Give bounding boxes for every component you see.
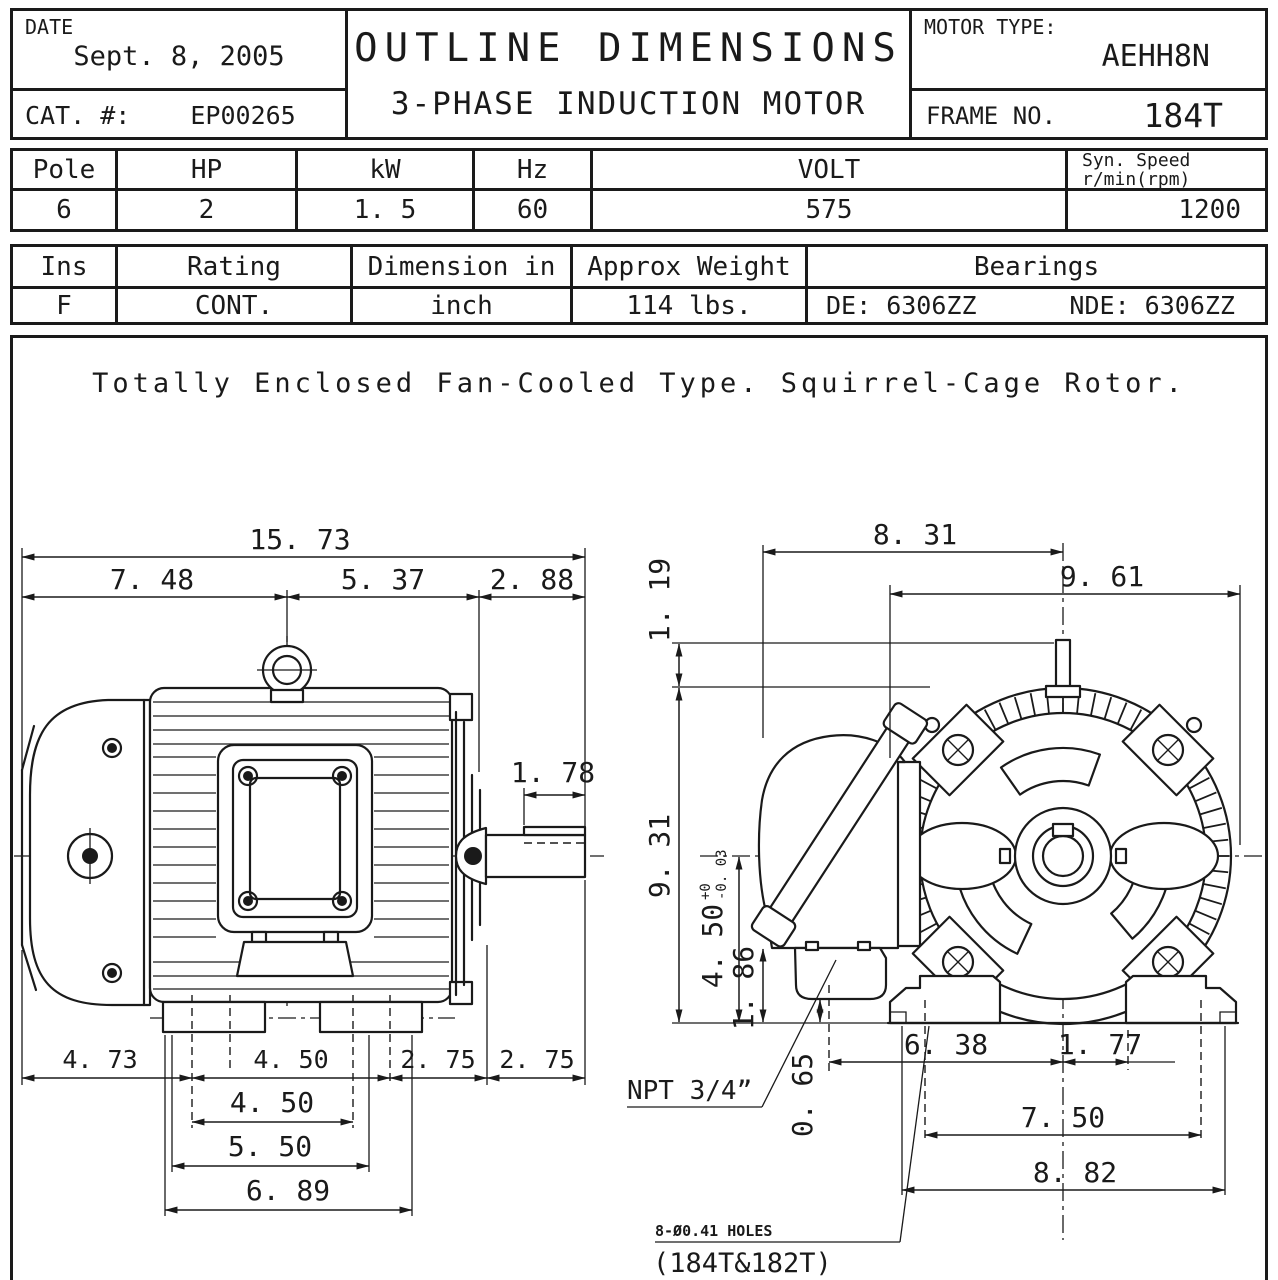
value-ins: F: [13, 289, 118, 322]
col-header-hp: HP: [118, 151, 298, 191]
value-hz: 60: [475, 191, 593, 229]
value-dimension-unit: inch: [353, 289, 573, 322]
date-label: DATE: [25, 15, 74, 39]
drawing-subtitle: 3-PHASE INDUCTION MOTOR: [390, 86, 867, 122]
dim-overall-width: 9. 61: [1060, 560, 1144, 593]
drawing-frame: [10, 335, 1268, 1280]
dim-bolt-span-end: 7. 50: [1021, 1101, 1105, 1134]
dim-overall-length: 15. 73: [249, 523, 350, 556]
keyway: [1051, 822, 1075, 838]
col-header-syn-speed: Syn. Speed r/min(rpm): [1068, 151, 1265, 191]
shaft: [454, 710, 587, 997]
fan-cover: [20, 698, 152, 1007]
motor-type-value: AEHH8N: [1101, 39, 1210, 74]
col-header-weight: Approx Weight: [573, 247, 808, 289]
dim-box-width: 8. 31: [873, 518, 957, 551]
motor-type-label: MOTOR TYPE:: [924, 15, 1057, 39]
col-header-rating: Rating: [118, 247, 353, 289]
value-kw: 1. 5: [298, 191, 475, 229]
col-header-kw: kW: [298, 151, 475, 191]
value-pole: 6: [13, 191, 118, 229]
dim-ba2: 2. 75: [499, 1045, 574, 1074]
npt-label: NPT 3/4”: [627, 1076, 752, 1106]
terminal-box: [216, 743, 374, 978]
lifting-eyebolt: [257, 644, 317, 704]
motor-description: Totally Enclosed Fan-Cooled Type. Squirr…: [92, 368, 1186, 399]
catalog-label: CAT. #:: [25, 101, 131, 130]
col-header-dimension: Dimension in: [353, 247, 573, 289]
tolerance-minus: -0. 03: [714, 849, 730, 900]
dim-foot-c: 6. 89: [246, 1174, 330, 1207]
value-bearings: DE: 6306ZZ NDE: 6306ZZ: [808, 289, 1265, 322]
tolerance-plus: +0: [698, 883, 714, 900]
value-rating: CONT.: [118, 289, 353, 322]
spec-table-primary: Pole HP kW Hz VOLT Syn. Speed r/min(rpm)…: [10, 148, 1268, 232]
dim-ba: 2. 75: [400, 1045, 475, 1074]
col-header-ins: Ins: [13, 247, 118, 289]
dim-hole-edge: 1. 77: [1058, 1028, 1142, 1061]
dim-fan-to-foot: 4. 73: [62, 1045, 137, 1074]
value-volt: 575: [593, 191, 1068, 229]
side-view: 15. 73 7. 48 5. 37 2. 88 1. 78 4. 73 4. …: [14, 523, 604, 1216]
dim-body-length: 7. 48: [110, 563, 194, 596]
eyebolt-stud: [1044, 638, 1082, 699]
conduit-bracket: [793, 946, 888, 1001]
spec-table-secondary: Ins Rating Dimension in Approx Weight Be…: [10, 244, 1268, 325]
frame-note: (184T&182T): [653, 1248, 832, 1279]
dim-shaft-height: 4. 50: [696, 904, 729, 988]
bearing-de: DE: 6306ZZ: [826, 291, 977, 320]
dim-box-bottom: 1. 86: [727, 946, 760, 1030]
dim-conduit-offset: 6. 38: [904, 1028, 988, 1061]
dim-foot-span-a: 4. 50: [253, 1045, 328, 1074]
value-hp: 2: [118, 191, 298, 229]
holes-note: 8-Ø0.41 HOLES: [655, 1222, 772, 1240]
catalog-value: EP00265: [190, 101, 296, 130]
terminal-box-end: [750, 702, 929, 1075]
frame-label: FRAME NO.: [926, 101, 1057, 130]
dim-foot-b: 5. 50: [228, 1130, 312, 1163]
drawing-title: OUTLINE DIMENSIONS: [354, 26, 903, 71]
shaft-key: [522, 825, 587, 837]
title-block-main: OUTLINE DIMENSIONS 3-PHASE INDUCTION MOT…: [348, 8, 912, 140]
side-view-dimensions: 15. 73 7. 48 5. 37 2. 88 1. 78 4. 73 4. …: [21, 523, 595, 1216]
title-block-motor: MOTOR TYPE: AEHH8N FRAME NO. 184T: [912, 8, 1268, 140]
value-weight: 114 lbs.: [573, 289, 808, 322]
end-view-dimensions: 8. 31 9. 61 1. 19 9. 31 4. 50 +0 -0. 03 …: [627, 518, 1241, 1279]
engineering-drawing: 15. 73 7. 48 5. 37 2. 88 1. 78 4. 73 4. …: [14, 518, 1262, 1279]
dim-shaft-extension: 2. 88: [490, 563, 574, 596]
rotor-hub: [906, 746, 1220, 955]
col-header-volt: VOLT: [593, 151, 1068, 191]
dim-overall-height: 9. 31: [643, 814, 676, 898]
mounting-feet: [161, 995, 424, 1128]
frame-value: 184T: [1143, 96, 1223, 135]
title-block-date: DATE Sept. 8, 2005 CAT. #: EP00265: [10, 8, 348, 140]
dim-bolt-span: 4. 50: [230, 1086, 314, 1119]
dim-lift-height: 1. 19: [643, 558, 676, 642]
col-header-hz: Hz: [475, 151, 593, 191]
dim-foot-width: 8. 82: [1033, 1156, 1117, 1189]
value-syn-speed: 1200: [1178, 195, 1241, 225]
date-value: Sept. 8, 2005: [73, 41, 285, 72]
bearing-nde: NDE: 6306ZZ: [1069, 291, 1235, 320]
col-header-pole: Pole: [13, 151, 118, 191]
col-header-bearings: Bearings: [808, 247, 1265, 289]
end-view: 8. 31 9. 61 1. 19 9. 31 4. 50 +0 -0. 03 …: [627, 518, 1262, 1279]
dim-key-length: 1. 78: [511, 756, 595, 789]
dim-mid-length: 5. 37: [341, 563, 425, 596]
dim-foot-step: 0. 65: [786, 1053, 819, 1137]
end-feet: [886, 974, 1240, 1142]
